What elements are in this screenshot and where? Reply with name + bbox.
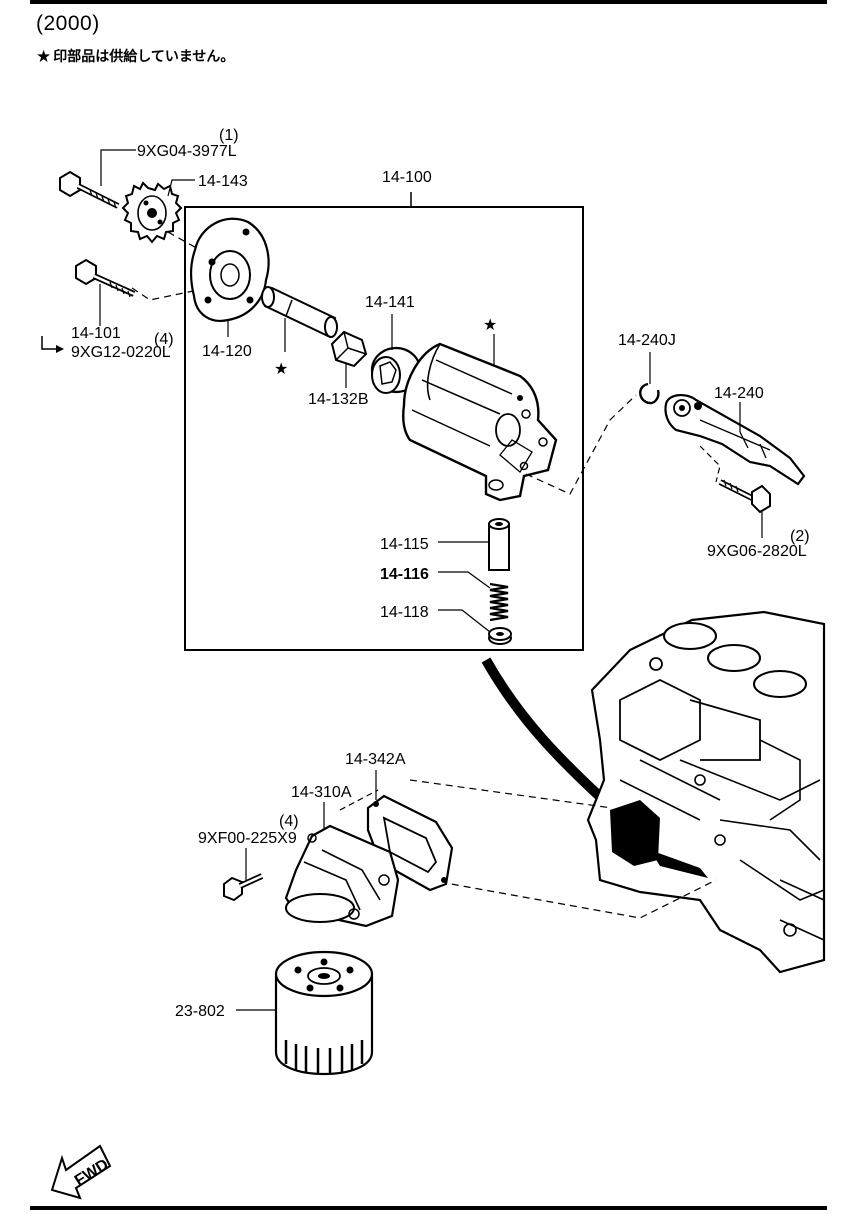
location-arrow [481,657,614,810]
label-9xg06-qty: (2) [790,528,810,545]
label-9xg12: 9XG12-0220L [71,344,171,361]
header-note-text: 印部品は供給していません。 [53,48,235,64]
dash-bolt-14-101 [131,287,199,301]
label-9xg04-qty: (1) [219,127,239,144]
filter-housing-14-310a[interactable] [284,824,400,928]
label-14-240j: 14-240J [618,332,676,349]
label-9xg12-qty: (4) [154,331,174,348]
header-note: ★ 印部品は供給していません。 [36,46,234,66]
sprocket-14-143[interactable] [121,181,183,244]
bottom-rule [30,1206,827,1210]
label-14-115: 14-115 [380,536,429,553]
label-14-100: 14-100 [382,169,432,186]
label-14-141: 14-141 [365,294,415,311]
label-9xf00-qty: (4) [279,813,299,830]
page-title: (2000) [36,12,100,35]
strainer-14-240[interactable] [664,394,806,486]
label-9xg04: 9XG04-3977L [137,143,237,160]
oil-filter-23-802[interactable] [274,950,374,1076]
label-23-802: 23-802 [175,1003,225,1020]
leader-14-116 [438,571,491,589]
star-body-icon: ★ [483,317,497,334]
arrow-head-icon [56,345,64,353]
dash-body-to-bracket [525,394,637,495]
label-9xf00: 9XF00-225X9 [198,830,297,847]
plunger-14-115[interactable] [488,518,510,571]
plug-14-118[interactable] [488,627,512,645]
label-14-132b: 14-132B [308,391,369,408]
bolt-9xg06[interactable] [718,479,771,514]
engine-block [586,610,826,974]
bolt-9xg04[interactable] [59,170,120,209]
dash-gasket-top [409,779,613,809]
label-14-116: 14-116 [380,566,429,583]
spring-14-116[interactable] [489,582,509,622]
pump-body[interactable] [402,342,558,502]
top-rule [30,0,827,4]
label-14-101: 14-101 [71,325,121,342]
pump-shaft[interactable] [261,286,338,338]
leader-9xg04 [100,149,136,186]
leader-14-143 [167,179,195,197]
label-14-120: 14-120 [202,343,252,360]
label-9xg06: 9XG06-2820L [707,543,807,560]
label-14-342a: 14-342A [345,751,406,768]
inner-rotor-14-132b[interactable] [330,330,368,368]
snap-ring-14-240j[interactable] [639,382,660,405]
star-icon: ★ [36,46,52,66]
label-14-240: 14-240 [714,385,764,402]
leader-14-118 [438,609,491,633]
bolt-9xf00[interactable] [223,873,264,902]
assembly-box-14-100 [184,206,584,651]
bracket-arrow-14-101 [41,336,56,350]
label-14-143: 14-143 [198,173,248,190]
bolt-14-101[interactable] [75,258,136,298]
pump-cover-14-120[interactable] [190,217,270,322]
label-14-310a: 14-310A [291,784,352,801]
fwd-arrow-icon [50,1144,112,1200]
label-14-118: 14-118 [380,604,429,621]
dash-bolt-9xg06 [699,445,721,483]
dash-housing-gasket [339,789,379,811]
star-shaft-icon: ★ [274,361,288,378]
